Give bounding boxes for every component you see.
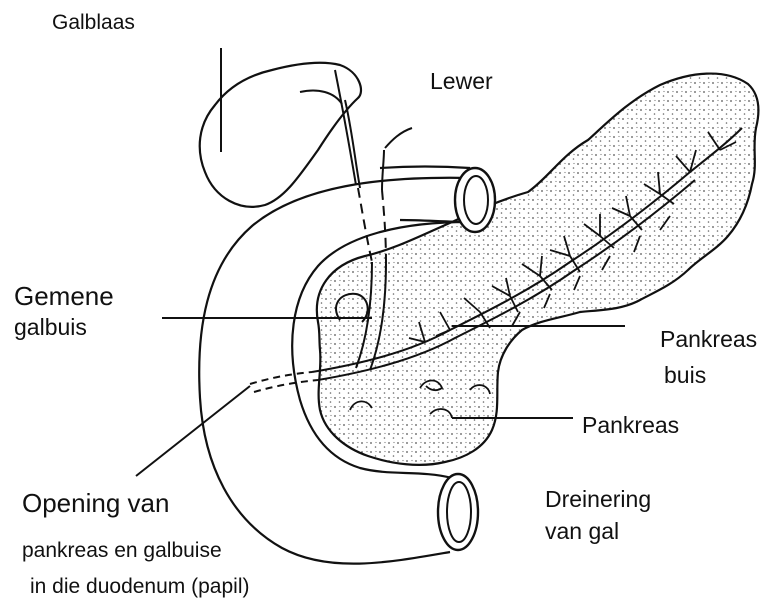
pancreatic-duct-label-line1: Pankreas (660, 328, 757, 351)
hepatic-duct-branch (382, 150, 384, 190)
liver-label: Lewer (430, 70, 493, 93)
drainage-label-line2: van gal (545, 520, 619, 543)
bile-duct-dashed (358, 188, 372, 262)
drainage-label-line1: Dreinering (545, 488, 651, 511)
opening-label-line2: pankreas en galbuise (22, 540, 222, 561)
cystic-duct (345, 100, 360, 188)
pancreas-shape (317, 74, 759, 465)
papilla-dashed-duct-2 (254, 380, 318, 392)
opening-label-line3: in die duodenum (papil) (30, 576, 249, 597)
common-bile-duct-label-line1: Gemene (14, 283, 114, 309)
common-bile-duct-label-line2: galbuis (14, 316, 87, 339)
gallbladder-shape (200, 63, 361, 207)
pancreatic-duct-label-line2: buis (664, 364, 706, 387)
opening-label-line1: Opening van (22, 490, 169, 516)
hepatic-duct-right (385, 128, 412, 148)
opening-leader (136, 386, 250, 476)
gallbladder-label: Galblaas (52, 12, 135, 33)
pancreas-label: Pankreas (582, 414, 679, 437)
